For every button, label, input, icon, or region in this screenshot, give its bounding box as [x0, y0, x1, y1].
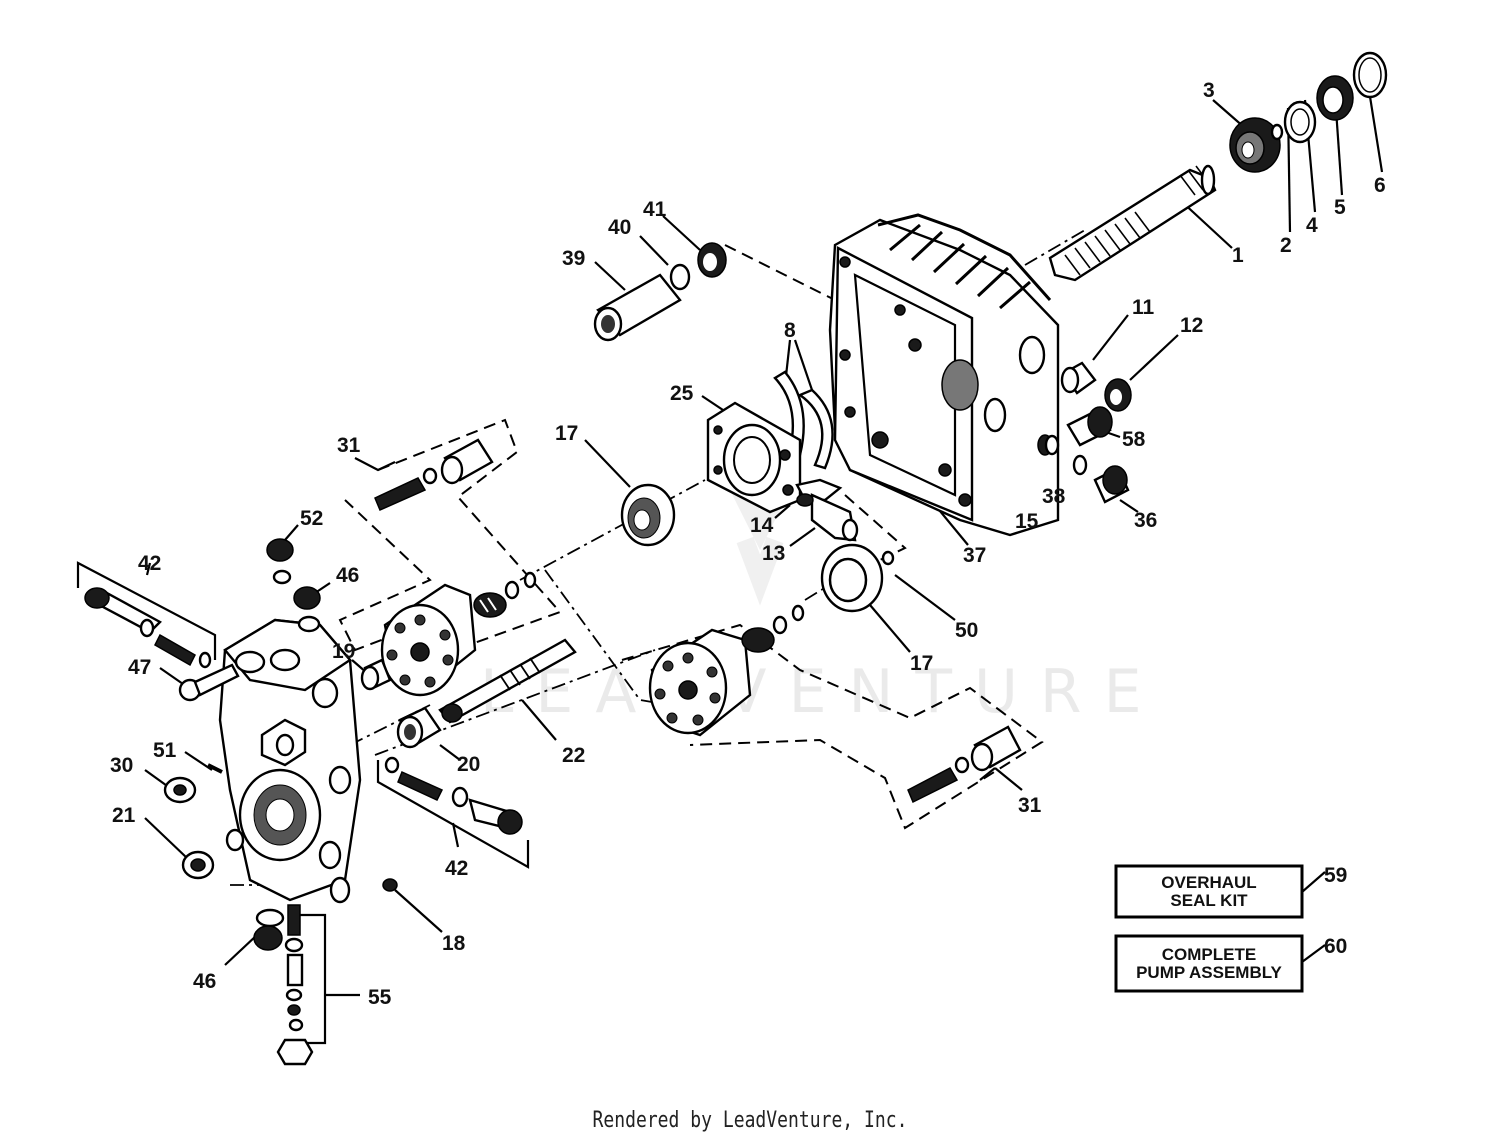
- bushings: [360, 658, 442, 749]
- callout-37[interactable]: 37: [963, 544, 986, 567]
- pump-shaft: [438, 638, 577, 724]
- callout-42-lower[interactable]: 42: [445, 857, 468, 880]
- charge-pump-parts: [593, 242, 727, 342]
- callout-46-upper[interactable]: 46: [336, 564, 359, 587]
- callout-55[interactable]: 55: [368, 986, 392, 1009]
- washers-left: [163, 763, 223, 880]
- kit-complete-line2: PUMP ASSEMBLY: [1136, 963, 1282, 982]
- check-valve-upper: [374, 438, 494, 511]
- input-shaft: [1048, 164, 1217, 282]
- callout-12[interactable]: 12: [1180, 314, 1203, 337]
- end-cap-housing: [218, 618, 362, 904]
- callout-18[interactable]: 18: [442, 932, 466, 955]
- callout-4[interactable]: 4: [1306, 214, 1318, 237]
- relief-valve-lower: [384, 756, 523, 835]
- callout-22[interactable]: 22: [562, 744, 585, 767]
- callout-59[interactable]: 59: [1324, 864, 1347, 887]
- callout-15[interactable]: 15: [1015, 510, 1039, 533]
- callout-8[interactable]: 8: [784, 319, 796, 342]
- kit-overhaul-line1: OVERHAUL: [1161, 873, 1256, 892]
- callout-2[interactable]: 2: [1280, 234, 1292, 257]
- relief-valve-upper: [84, 587, 212, 669]
- callout-25[interactable]: 25: [670, 382, 694, 405]
- check-valve-lower: [907, 725, 1022, 804]
- watermark-text: LEADVENTURE: [480, 657, 1164, 727]
- callout-11[interactable]: 11: [1132, 296, 1155, 319]
- callout-36[interactable]: 36: [1134, 509, 1157, 532]
- callout-6[interactable]: 6: [1374, 174, 1386, 197]
- callout-13[interactable]: 13: [762, 542, 785, 565]
- callout-41[interactable]: 41: [643, 198, 667, 221]
- callout-47[interactable]: 47: [128, 656, 151, 679]
- callout-21[interactable]: 21: [112, 804, 136, 827]
- footer-credit: Rendered by LeadVenture, Inc.: [592, 1108, 908, 1133]
- kit-overhaul-seal[interactable]: OVERHAUL SEAL KIT: [1114, 864, 1304, 919]
- callout-58[interactable]: 58: [1122, 428, 1146, 451]
- callout-31-lower[interactable]: 31: [1018, 794, 1042, 817]
- right-fittings: [1044, 361, 1132, 504]
- callout-50[interactable]: 50: [955, 619, 978, 642]
- plugs-top: [266, 538, 321, 633]
- callout-60[interactable]: 60: [1324, 935, 1347, 958]
- kit-overhaul-line2: SEAL KIT: [1170, 891, 1248, 910]
- callout-17-upper[interactable]: 17: [555, 422, 578, 445]
- callout-38[interactable]: 38: [1042, 485, 1066, 508]
- swashplate-inserts: [773, 370, 834, 470]
- main-housing: [828, 213, 1060, 537]
- callout-31-upper[interactable]: 31: [337, 434, 361, 457]
- callout-42-upper[interactable]: 42: [138, 552, 161, 575]
- callout-19[interactable]: 19: [332, 640, 355, 663]
- callout-5[interactable]: 5: [1334, 196, 1346, 219]
- callout-3[interactable]: 3: [1203, 79, 1215, 102]
- callout-1[interactable]: 1: [1232, 244, 1244, 267]
- seal-upper: [620, 483, 676, 547]
- watermark: LEADVENTURE: [480, 475, 1164, 727]
- callout-30[interactable]: 30: [110, 754, 133, 777]
- swash-plate: [706, 401, 802, 514]
- callout-46-lower[interactable]: 46: [193, 970, 216, 993]
- control-shaft: [795, 478, 859, 542]
- kit-complete-pump[interactable]: COMPLETE PUMP ASSEMBLY: [1114, 934, 1304, 993]
- bearing-and-rings: [1229, 51, 1388, 173]
- callout-51[interactable]: 51: [153, 739, 177, 762]
- callout-20[interactable]: 20: [457, 753, 480, 776]
- cylinder-block-upper: [380, 571, 537, 697]
- callout-17-lower[interactable]: 17: [910, 652, 933, 675]
- callout-14[interactable]: 14: [750, 514, 774, 537]
- callout-39[interactable]: 39: [562, 247, 585, 270]
- seal-lower: [820, 543, 895, 613]
- cylinder-block-lower: [648, 604, 805, 737]
- callout-40[interactable]: 40: [608, 216, 631, 239]
- bottom-fittings: [253, 878, 398, 1066]
- kit-complete-line1: COMPLETE: [1162, 945, 1256, 964]
- callout-labels: 3 2 4 5 6 1 41 40 39 11 12 8 25 58 17 31…: [110, 79, 1386, 1009]
- callout-52[interactable]: 52: [300, 507, 323, 530]
- bolt-47: [178, 663, 240, 702]
